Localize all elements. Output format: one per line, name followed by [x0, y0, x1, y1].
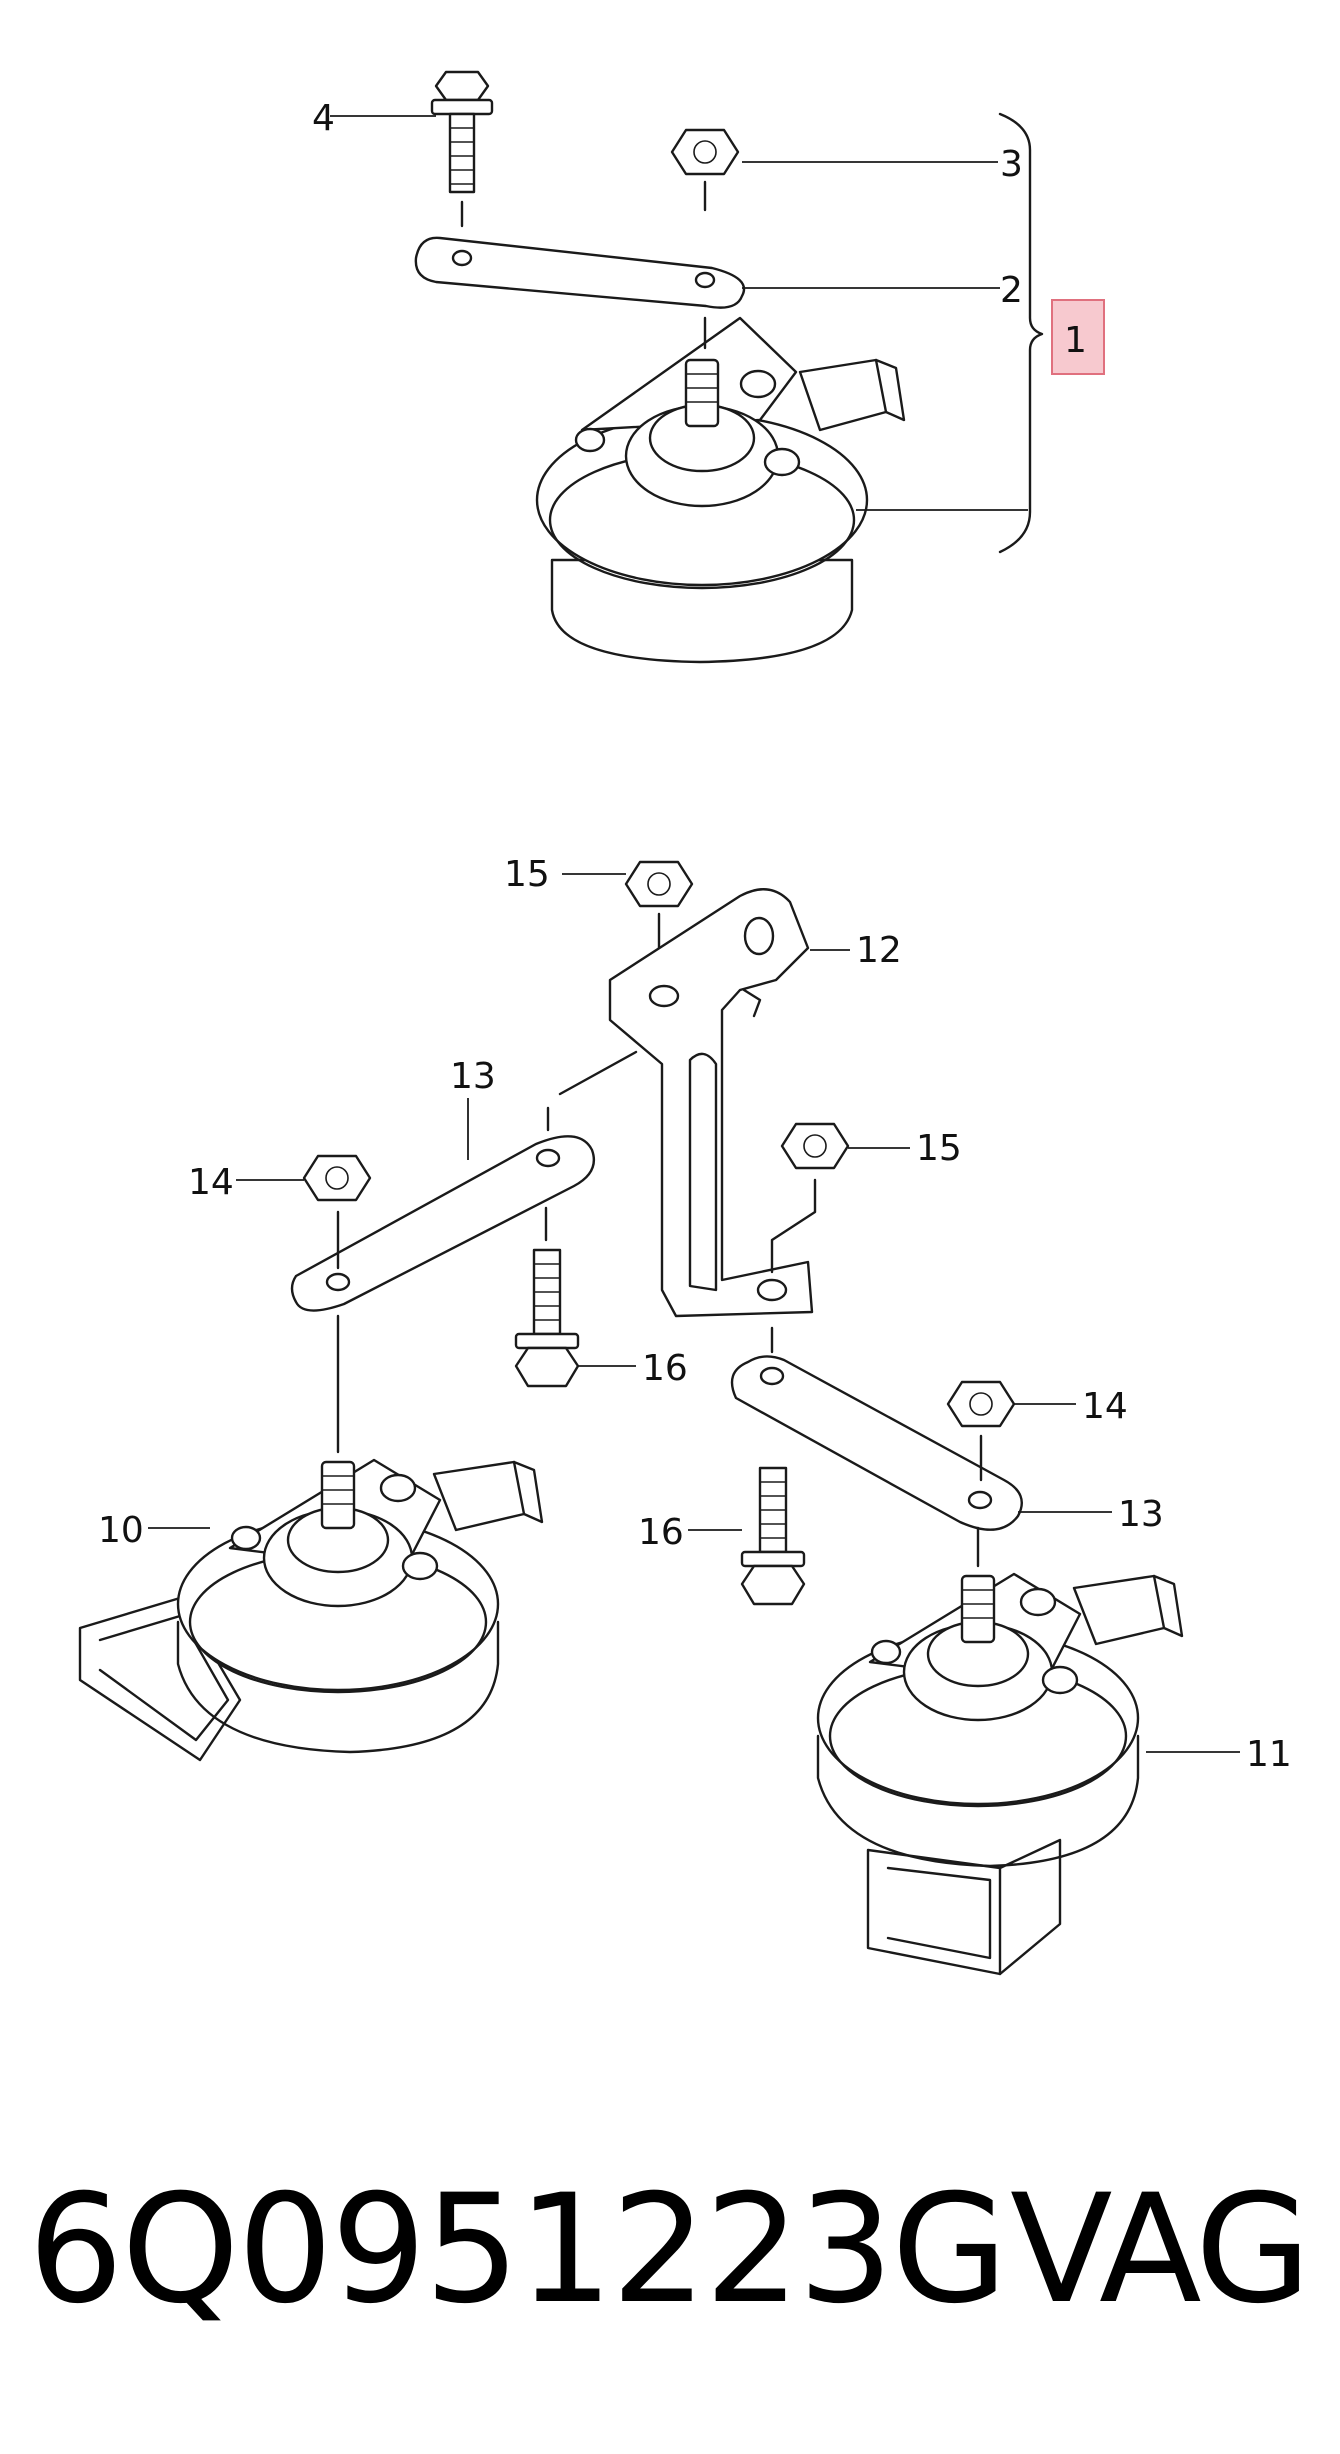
bolt-part-16-left: [514, 1206, 580, 1388]
callout-10: 10: [98, 1510, 144, 1551]
part-number: 6Q0951223G: [28, 2163, 1008, 2337]
callout-1-highlight: [1051, 299, 1105, 375]
bottom-assembly: 15 12 13 15 14 16 14 13 16 10 11: [78, 854, 1292, 1976]
top-assembly: 1 2 3 4: [312, 70, 1105, 664]
callout-15-right: 15: [916, 1128, 962, 1169]
plate-part-13-right: [730, 1326, 1023, 1531]
callout-11: 11: [1246, 1734, 1292, 1775]
callout-13-right: 13: [1118, 1494, 1164, 1535]
bracket-part-12: [608, 888, 814, 1318]
callout-14-right: 14: [1082, 1386, 1128, 1427]
footer-caption: 6Q0951223G VAG: [0, 2160, 1340, 2340]
brand-name: VAG: [1010, 2163, 1311, 2337]
callout-13-left: 13: [450, 1056, 496, 1097]
callout-16-left: 16: [642, 1348, 688, 1389]
horn-body-top: [535, 316, 906, 664]
callout-14-left: 14: [188, 1162, 234, 1203]
callout-1: 1: [1064, 320, 1087, 361]
callout-3: 3: [1000, 144, 1023, 185]
plate-part-13-left: [290, 1050, 638, 1312]
horn-part-10: [78, 1314, 544, 1762]
nut-part-3: [670, 128, 740, 212]
nut-part-14-left: [302, 1154, 372, 1270]
nut-part-14-right: [946, 1380, 1016, 1482]
group-bracket: [998, 112, 1044, 554]
bolt-part-4: [430, 70, 494, 228]
callout-4: 4: [312, 98, 335, 139]
callout-15-top: 15: [504, 854, 550, 895]
horn-part-11: [816, 1526, 1184, 1976]
callout-16-right: 16: [638, 1512, 684, 1553]
bolt-part-16-right: [740, 1466, 806, 1606]
bracket-plate-part-2: [414, 236, 746, 309]
callout-2: 2: [1000, 270, 1023, 311]
callout-12: 12: [856, 930, 902, 971]
nut-part-15-right: [770, 1122, 850, 1274]
